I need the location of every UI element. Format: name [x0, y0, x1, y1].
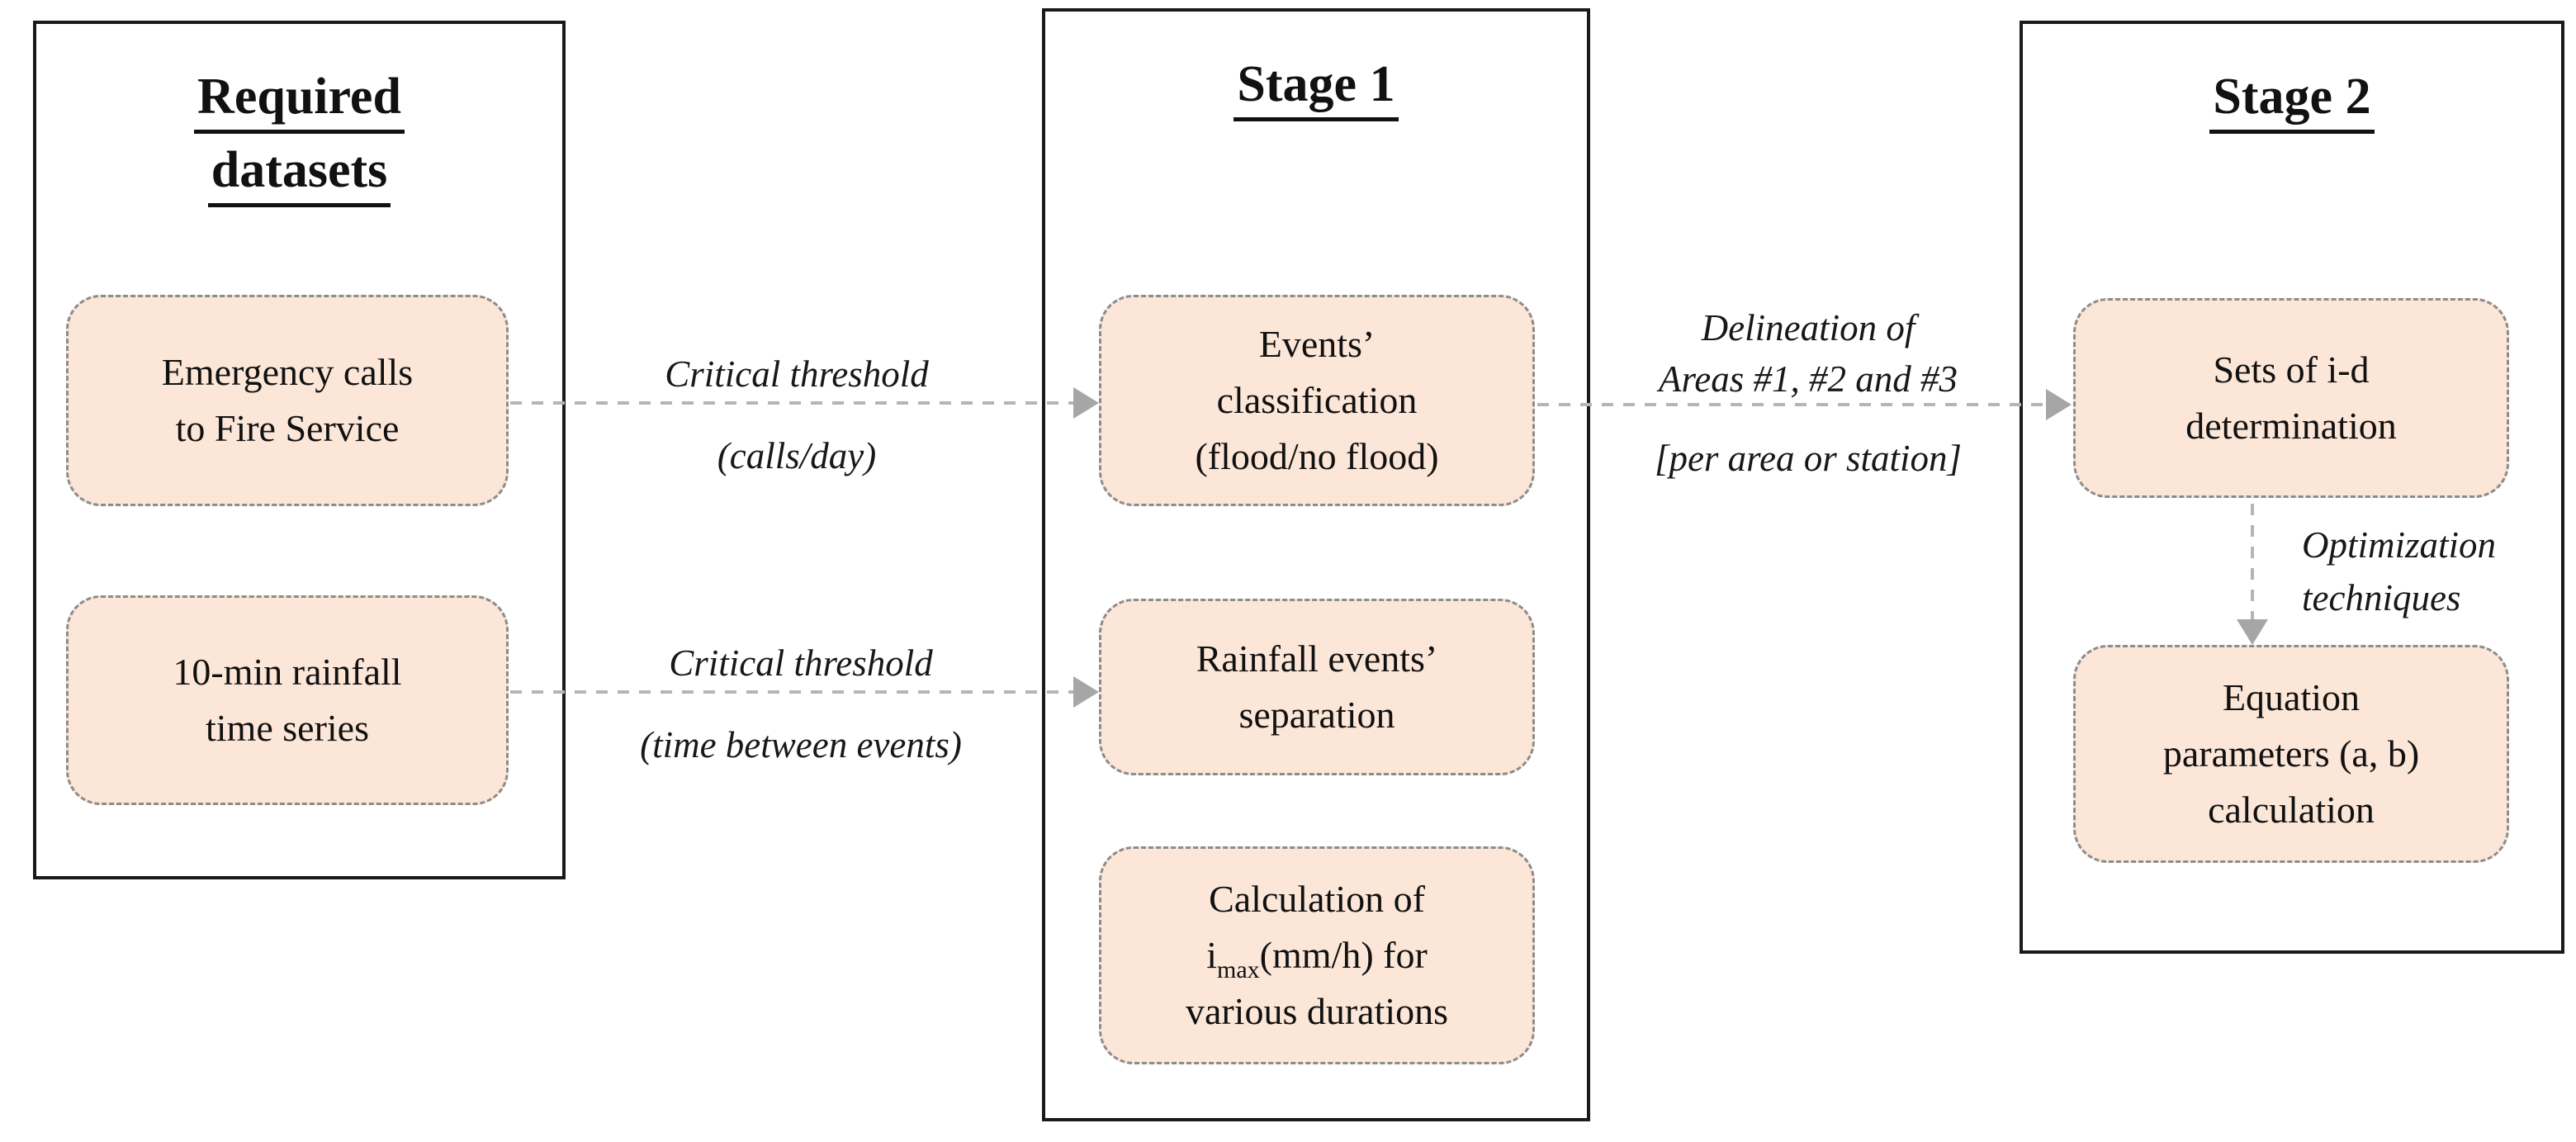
node-text-line: to Fire Service: [175, 407, 400, 449]
node-text-line: determination: [2185, 405, 2397, 447]
formula-subscript: max: [1217, 956, 1260, 983]
panel-title-line: datasets: [36, 140, 562, 214]
arrow-label-line: Areas #1, #2 and #3: [1658, 358, 1958, 400]
node-text-line: time series: [206, 707, 369, 749]
formula-base: i: [1206, 934, 1217, 976]
panel-required-datasets: Required datasets Emergency calls to Fir…: [33, 21, 566, 879]
arrow-label-rainfall-threshold: Critical threshold (time between events): [570, 636, 1032, 772]
node-emergency-calls: Emergency calls to Fire Service: [66, 295, 509, 506]
arrow-label-line: Critical threshold: [665, 353, 929, 395]
panel-title-text: Stage 2: [2209, 67, 2375, 135]
panel-title-text: Stage 1: [1234, 54, 1399, 122]
node-text-line: various durations: [1185, 990, 1449, 1032]
panel-title-stage2: Stage 2: [2023, 67, 2561, 140]
panel-stage2: Stage 2 Sets of i-d determination Equati…: [2020, 21, 2564, 954]
panel-title-text: Required: [194, 67, 405, 135]
arrow-label-calls-threshold: Critical threshold (calls/day): [578, 347, 1016, 483]
node-text-line: parameters (a, b): [2162, 732, 2420, 775]
arrow-rainfall-threshold-arrowhead: [1073, 676, 1099, 708]
arrow-label-optimization: Optimization techniques: [2302, 519, 2576, 624]
panel-title-stage1: Stage 1: [1045, 54, 1587, 128]
arrow-optimization-arrowhead: [2237, 619, 2268, 645]
arrow-label-delineation: Delineation of Areas #1, #2 and #3 [per …: [1593, 302, 2023, 484]
node-text-line: Sets of i-d: [2213, 348, 2370, 391]
panel-title-line: Stage 2: [2023, 67, 2561, 140]
node-events-classification: Events’ classification (flood/no flood): [1099, 295, 1535, 506]
arrow-label-line: (calls/day): [717, 435, 877, 476]
arrow-rainfall-threshold-line: [510, 690, 1075, 694]
arrow-label-line: Optimization: [2302, 524, 2497, 566]
node-text-line: 10-min rainfall: [173, 651, 402, 693]
node-text-line: Events’: [1258, 323, 1376, 365]
arrow-label-line: (time between events): [640, 724, 962, 765]
panel-title-line: Stage 1: [1045, 54, 1587, 128]
panel-title-line: Required: [36, 67, 562, 140]
arrow-calls-threshold-arrowhead: [1073, 387, 1099, 419]
arrow-calls-threshold-line: [510, 401, 1075, 405]
arrow-label-line: Critical threshold: [669, 642, 933, 684]
node-id-sets-determination: Sets of i-d determination: [2073, 298, 2509, 498]
panel-stage1: Stage 1 Events’ classification (flood/no…: [1042, 8, 1590, 1121]
arrow-delineation-arrowhead: [2046, 389, 2072, 420]
panel-title-required-datasets: Required datasets: [36, 67, 562, 214]
arrow-label-line: [per area or station]: [1654, 438, 1963, 479]
node-equation-parameters: Equation parameters (a, b) calculation: [2073, 645, 2509, 863]
arrow-delineation-line: [1537, 403, 2048, 406]
node-text-line: separation: [1238, 694, 1395, 736]
node-text-line: Calculation of: [1209, 878, 1425, 920]
arrow-optimization-line: [2251, 504, 2254, 621]
formula-rest: (mm/h) for: [1259, 934, 1428, 976]
node-text-line: classification: [1216, 379, 1418, 421]
node-rainfall-separation: Rainfall events’ separation: [1099, 599, 1535, 775]
node-formula-line: imax(mm/h) for: [1206, 927, 1428, 983]
arrow-label-line: Delineation of: [1701, 307, 1915, 348]
node-text-line: Rainfall events’: [1196, 637, 1438, 680]
arrow-label-line: techniques: [2302, 577, 2461, 618]
panel-title-text: datasets: [207, 140, 391, 208]
node-rainfall-time-series: 10-min rainfall time series: [66, 595, 509, 805]
node-text-line: (flood/no flood): [1195, 435, 1439, 477]
node-text-line: Emergency calls: [161, 351, 414, 393]
node-imax-calculation: Calculation of imax(mm/h) for various du…: [1099, 846, 1535, 1064]
node-text-line: Equation: [2222, 676, 2361, 718]
node-text-line: calculation: [2208, 789, 2375, 831]
